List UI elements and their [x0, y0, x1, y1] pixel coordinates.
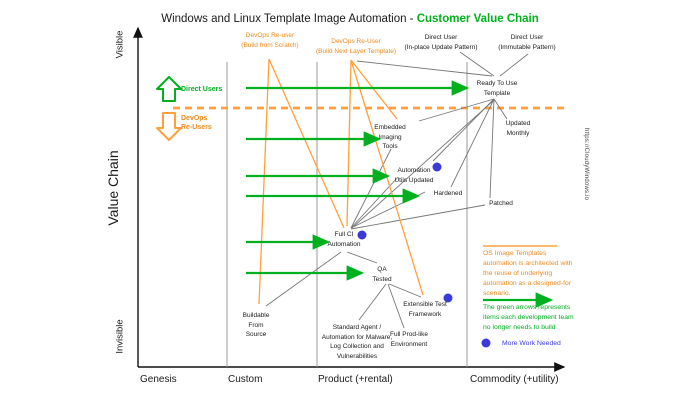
x-axis-commodity: Commodity (+utility) [470, 374, 559, 385]
node-updated-monthly: Updated Monthly [505, 120, 531, 137]
node-full-prod-like-environment: Full Prod-like Environment [390, 331, 428, 348]
node-patched: Patched [489, 200, 513, 207]
legend-green-arrows-note: The green arrows represents items each d… [483, 304, 574, 331]
actor-devops-build-next-layer: DevOps Re-User (Build Next Layer Templat… [315, 38, 397, 55]
legend-direct-users-label: Direct Users [181, 86, 223, 93]
y-axis-bottom-label: Invisible [114, 319, 126, 354]
node-extensible-test-framework: Extensible Test Framework [403, 301, 447, 318]
node-full-ci-automation: Full CI Automation [327, 231, 361, 248]
devops-reusers-down-arrow-icon [156, 112, 182, 141]
x-axis-genesis: Genesis [140, 374, 177, 385]
actor-direct-user-immutable: Direct User (Immutable Pattern) [498, 34, 556, 51]
node-qa-tested: QA Tested [372, 266, 392, 283]
node-ready-to-use-template: Ready To Use Template [476, 80, 518, 97]
node-standard-agent-automation: Standard Agent / Automation for Malware,… [321, 324, 393, 360]
direct-users-up-arrow-icon [156, 76, 182, 102]
node-automation-utils-updated: Automation Utils Updated [394, 167, 434, 184]
legend-os-image-templates-note: OS Image Templates automation is archite… [483, 250, 573, 297]
node-buildable-from-source: Buildable From Source [242, 312, 270, 338]
x-axis-custom: Custom [228, 374, 263, 385]
title-highlight: Customer Value Chain [416, 13, 539, 25]
y-axis-top-label: Visible [114, 30, 126, 59]
node-hardened: Hardened [433, 190, 463, 197]
actor-devops-build-from-scratch: DevOps Re-user (Build from Scratch) [241, 32, 299, 49]
title-text: Windows and Linux Template Image Automat… [161, 13, 417, 25]
watermark-url: https://CloudyWindows.io [583, 128, 589, 201]
more-work-needed-dots [357, 162, 491, 348]
page-title: Windows and Linux Template Image Automat… [161, 13, 539, 25]
x-axis-product: Product (+rental) [318, 374, 393, 385]
legend-more-work-needed-label: More Work Needed [502, 340, 561, 347]
node-embedded-imaging-tools: Embedded Imaging Tools [374, 124, 406, 150]
y-axis-label: Value Chain [105, 150, 121, 226]
actor-direct-user-inplace: Direct User (In-place Update Pattern) [404, 34, 478, 51]
legend-devops-reusers-label: DevOps Re-Users [181, 115, 212, 131]
